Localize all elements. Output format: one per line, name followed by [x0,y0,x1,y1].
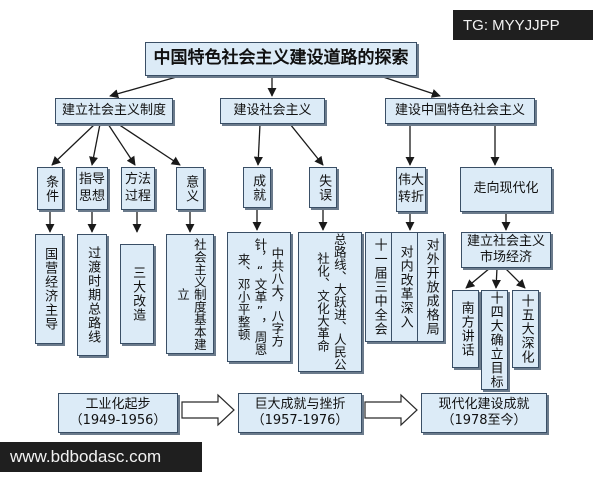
node-modernization: 走向现代化 [460,167,552,212]
detail-system-established: 社会主义制度基本建立 [166,234,214,354]
node-method-process: 方法过程 [121,167,155,210]
timeline-stage-1: 工业化起步 （1949-1956） [58,393,178,433]
detail-transition-line: 过渡时期总路线 [77,234,107,356]
timeline-stage-2-years: （1957-1976） [251,413,349,428]
watermark-bottom: www.bdbodasc.com [0,442,202,472]
watermark-top: TG: MYYJJPP [453,10,593,40]
timeline-stage-3: 现代化建设成就 （1978至今） [421,393,547,433]
node-achievements: 成就 [243,167,271,208]
timeline-stage-1-years: （1949-1956） [69,413,167,428]
timeline-stage-1-label: 工业化起步 [85,396,151,412]
detail-15th-congress: 十五大深化 [512,290,539,368]
branch-build-socialist-system: 建立社会主义制度 [55,98,173,124]
detail-mistakes: 总路线、大跃进、人民公社化、文化大革命 [298,232,362,372]
diagram-title: 中国特色社会主义建设道路的探索 [145,42,417,76]
node-mistakes: 失误 [309,167,337,208]
detail-opening-up: 对外开放成格局 [417,232,444,342]
node-significance: 意义 [176,167,204,210]
detail-three-reforms: 三大改造 [120,244,154,344]
timeline-stage-2: 巨大成就与挫折 （1957-1976） [238,393,362,433]
detail-third-plenum: 十一届三中全会 [365,232,392,342]
detail-14th-congress: 十四大确立目标 [481,290,508,390]
node-guiding-thought: 指导思想 [76,167,108,210]
node-conditions: 条件 [37,167,63,210]
detail-southern-talks: 南方讲话 [452,290,479,368]
node-great-turn: 伟大转折 [396,167,426,212]
detail-achievements: 中共八大，八字方针，“文革”，周恩来、邓小平整顿 [227,232,291,362]
branch-chinese-socialism: 建设中国特色社会主义 [385,98,535,124]
timeline-stage-3-years: （1978至今） [441,413,527,428]
branch-build-socialism: 建设社会主义 [220,98,325,124]
timeline-stage-2-label: 巨大成就与挫折 [254,396,346,412]
detail-internal-reform: 对内改革深入 [391,232,418,342]
timeline-stage-3-label: 现代化建设成就 [438,396,530,412]
node-market-economy: 建立社会主义市场经济 [461,232,551,268]
detail-state-economy: 国营经济主导 [35,234,63,344]
